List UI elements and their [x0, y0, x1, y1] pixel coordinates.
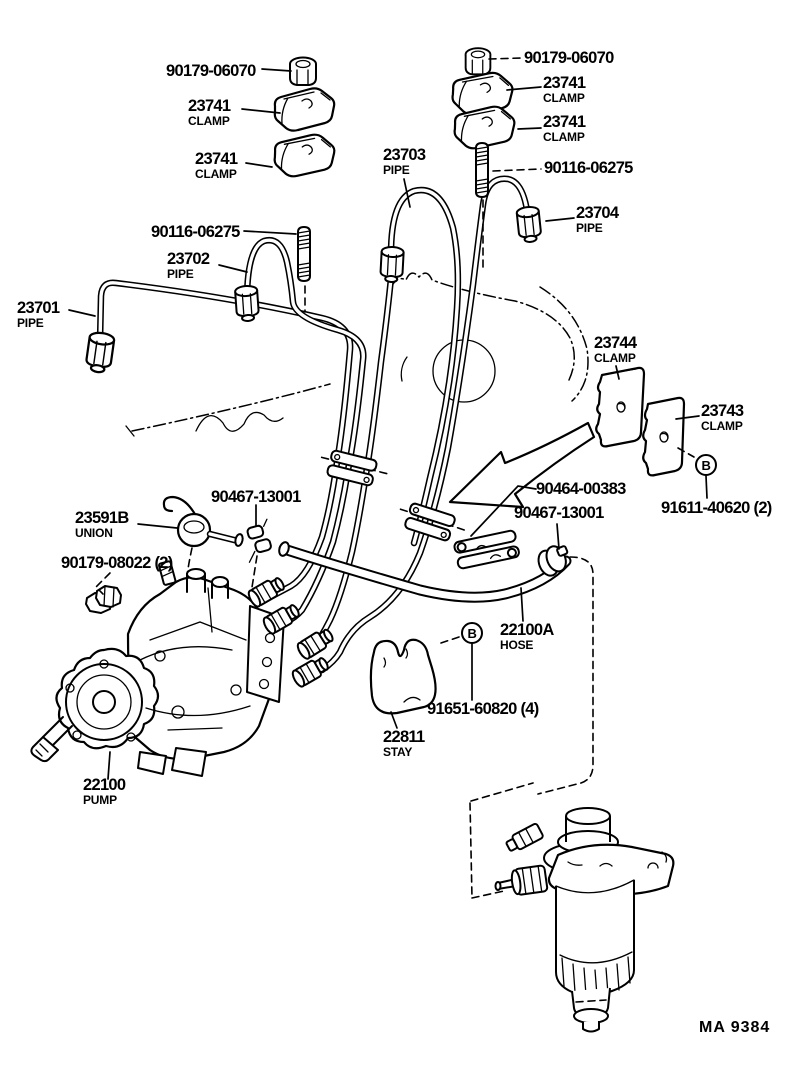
part-type: PUMP	[83, 792, 117, 807]
part-type: PIPE	[383, 162, 410, 177]
part-number: 91611-40620 (2)	[661, 499, 772, 517]
fuel-hose	[278, 541, 572, 603]
label-nut-top-right: 90179-06070	[524, 50, 614, 67]
label-bolt-91651: 91651-60820 (4)	[427, 701, 539, 718]
part-type: PIPE	[167, 266, 194, 281]
part-number: 90116-06275	[151, 223, 240, 241]
label-clamp-90464: 90464-00383	[536, 481, 626, 498]
marker-b-stay: B	[437, 622, 483, 701]
part-number: 23741	[543, 113, 586, 131]
pipe-23702	[243, 236, 367, 626]
part-type: PIPE	[576, 220, 603, 235]
part-number: 23741	[195, 150, 238, 168]
pipe-23701	[96, 279, 354, 600]
part-number: 23704	[576, 204, 619, 222]
pump-mount-nut	[85, 585, 122, 614]
label-stud-right: 90116-06275	[544, 160, 633, 177]
part-type: CLAMP	[195, 166, 237, 181]
part-type: CLAMP	[188, 113, 230, 128]
part-type: CLAMP	[543, 90, 585, 105]
stud-right	[475, 142, 489, 198]
clamp-nut-top-right	[464, 47, 492, 76]
part-number: 22811	[383, 728, 425, 746]
part-number: 23701	[17, 299, 60, 317]
label-nut-top-left: 90179-06070	[166, 63, 256, 80]
part-number: 23591B	[75, 509, 129, 527]
stay-22811-part	[369, 638, 437, 715]
part-number: 91651-60820 (4)	[427, 700, 539, 718]
part-number: 90179-06070	[166, 62, 256, 80]
figure-code: MA 9384	[699, 1019, 771, 1036]
clamp-top-left-1	[273, 87, 336, 132]
injection-pump	[30, 560, 285, 777]
part-number: 90179-08022 (2)	[61, 554, 173, 572]
label-stud-left: 90116-06275	[151, 224, 240, 241]
part-number: 23743	[701, 402, 744, 420]
clamp-23744-part	[595, 366, 646, 448]
pipe-bundle-clamp-b	[399, 502, 466, 542]
part-number: 90467-13001	[514, 504, 604, 522]
part-type: UNION	[75, 525, 113, 540]
direction-arrow	[448, 421, 596, 509]
stud-left	[297, 226, 311, 282]
part-number: 90116-06275	[544, 159, 633, 177]
pipe-23704	[318, 175, 533, 674]
part-number: 23702	[167, 250, 210, 268]
part-type: PIPE	[17, 315, 44, 330]
part-type: CLAMP	[701, 418, 743, 433]
marker-b-clamp: B	[677, 447, 717, 499]
fuel-filter-reference	[469, 556, 675, 1033]
part-type: STAY	[383, 744, 413, 759]
marker-b-letter: B	[468, 626, 477, 641]
part-type: CLAMP	[594, 350, 636, 365]
pipe-23703	[313, 186, 462, 647]
label-clamp-90467-right: 90467-13001	[514, 505, 604, 522]
part-number: 23741	[543, 74, 586, 92]
clamp-top-left-2	[272, 132, 337, 179]
pipe-bundle-clamp-a	[320, 449, 389, 487]
clamp-23743-part	[642, 396, 686, 477]
part-number: 23744	[594, 334, 637, 352]
marker-b-letter: B	[702, 458, 711, 473]
part-type: CLAMP	[543, 129, 585, 144]
part-number: 23703	[383, 146, 426, 164]
part-number: 22100A	[500, 621, 554, 639]
label-bolt-91611: 91611-40620 (2)	[661, 500, 772, 517]
part-number: 90467-13001	[211, 488, 301, 506]
part-number: 90179-06070	[524, 49, 614, 67]
part-number: 90464-00383	[536, 480, 626, 498]
leader-lines	[68, 57, 700, 780]
part-number: 23741	[188, 97, 231, 115]
part-type: HOSE	[500, 637, 534, 652]
clamp-nut-top-left	[289, 56, 317, 86]
part-number: 22100	[83, 776, 126, 794]
label-nut-90179-08022: 90179-08022 (2)	[61, 555, 173, 572]
hose-double-clamp	[453, 529, 520, 570]
label-clamp-90467-mid: 90467-13001	[211, 489, 301, 506]
hose-clamp-mid	[246, 518, 272, 563]
fuel-union	[162, 495, 244, 605]
